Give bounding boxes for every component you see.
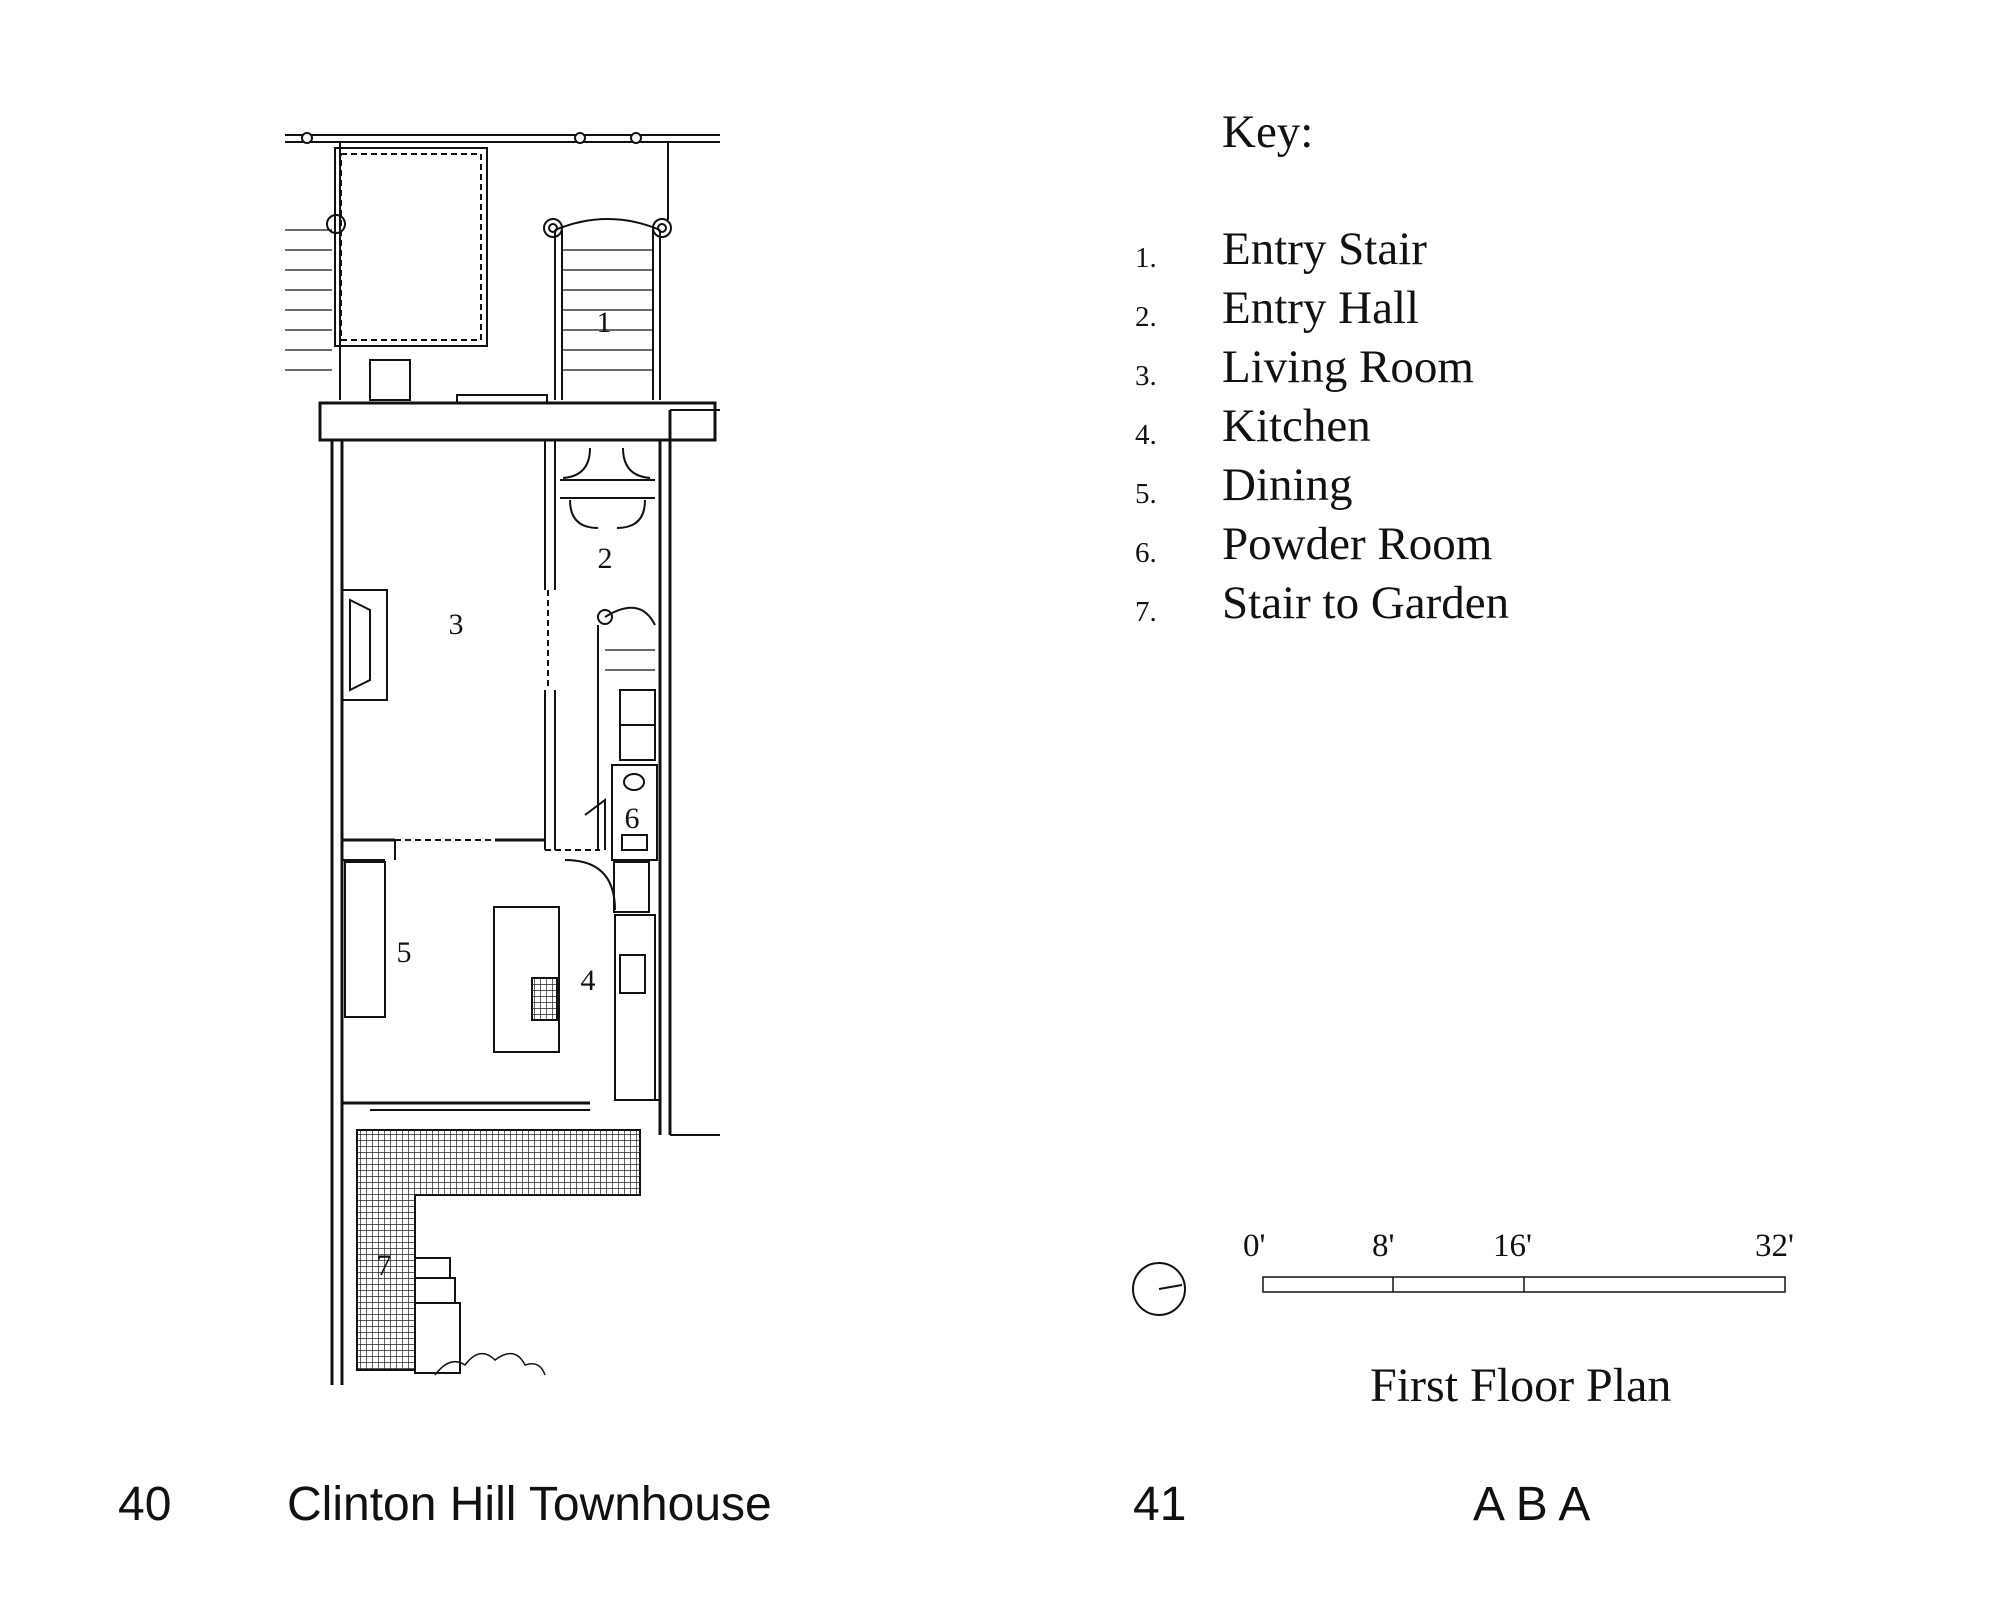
- scale-bar: [1262, 1276, 1786, 1293]
- key-item-number: 2.: [1135, 301, 1157, 333]
- right-page-number: 41: [1133, 1478, 1187, 1531]
- left-page-number: 40: [118, 1478, 172, 1531]
- plan-label-5: 5: [397, 936, 412, 969]
- right-running-title: A B A: [1473, 1478, 1591, 1531]
- scale-label-8: 8': [1372, 1228, 1395, 1264]
- key-item-number: 1.: [1135, 242, 1157, 274]
- scale-label-16: 16': [1493, 1228, 1532, 1264]
- scale-label-0: 0': [1243, 1228, 1266, 1264]
- scale-label-32: 32': [1755, 1228, 1794, 1264]
- plan-label-6: 6: [625, 802, 640, 835]
- key-item-number: 7.: [1135, 596, 1157, 628]
- key-item-label: Entry Stair: [1222, 223, 1427, 275]
- key-item-label: Stair to Garden: [1222, 577, 1510, 629]
- floor-plan-drawing: 1 2 3 4 5 6 7: [285, 132, 720, 1385]
- plan-label-1: 1: [597, 306, 612, 339]
- north-arrow-icon: [1132, 1262, 1186, 1316]
- plan-label-4: 4: [581, 964, 596, 997]
- left-running-title: Clinton Hill Townhouse: [287, 1478, 772, 1531]
- key-item-number: 5.: [1135, 478, 1157, 510]
- plan-label-3: 3: [449, 608, 464, 641]
- plan-label-7: 7: [377, 1249, 392, 1282]
- plan-label-2: 2: [598, 542, 613, 575]
- plan-title: First Floor Plan: [1370, 1359, 1672, 1412]
- key-item-number: 6.: [1135, 537, 1157, 569]
- key-item-label: Kitchen: [1222, 400, 1371, 452]
- key-item-label: Powder Room: [1222, 518, 1493, 570]
- key-item-label: Entry Hall: [1222, 282, 1420, 334]
- key-item-label: Living Room: [1222, 341, 1474, 393]
- key-title: Key:: [1222, 106, 1314, 158]
- key-item-number: 4.: [1135, 419, 1157, 451]
- key-item-number: 3.: [1135, 360, 1157, 392]
- key-item-label: Dining: [1222, 459, 1353, 511]
